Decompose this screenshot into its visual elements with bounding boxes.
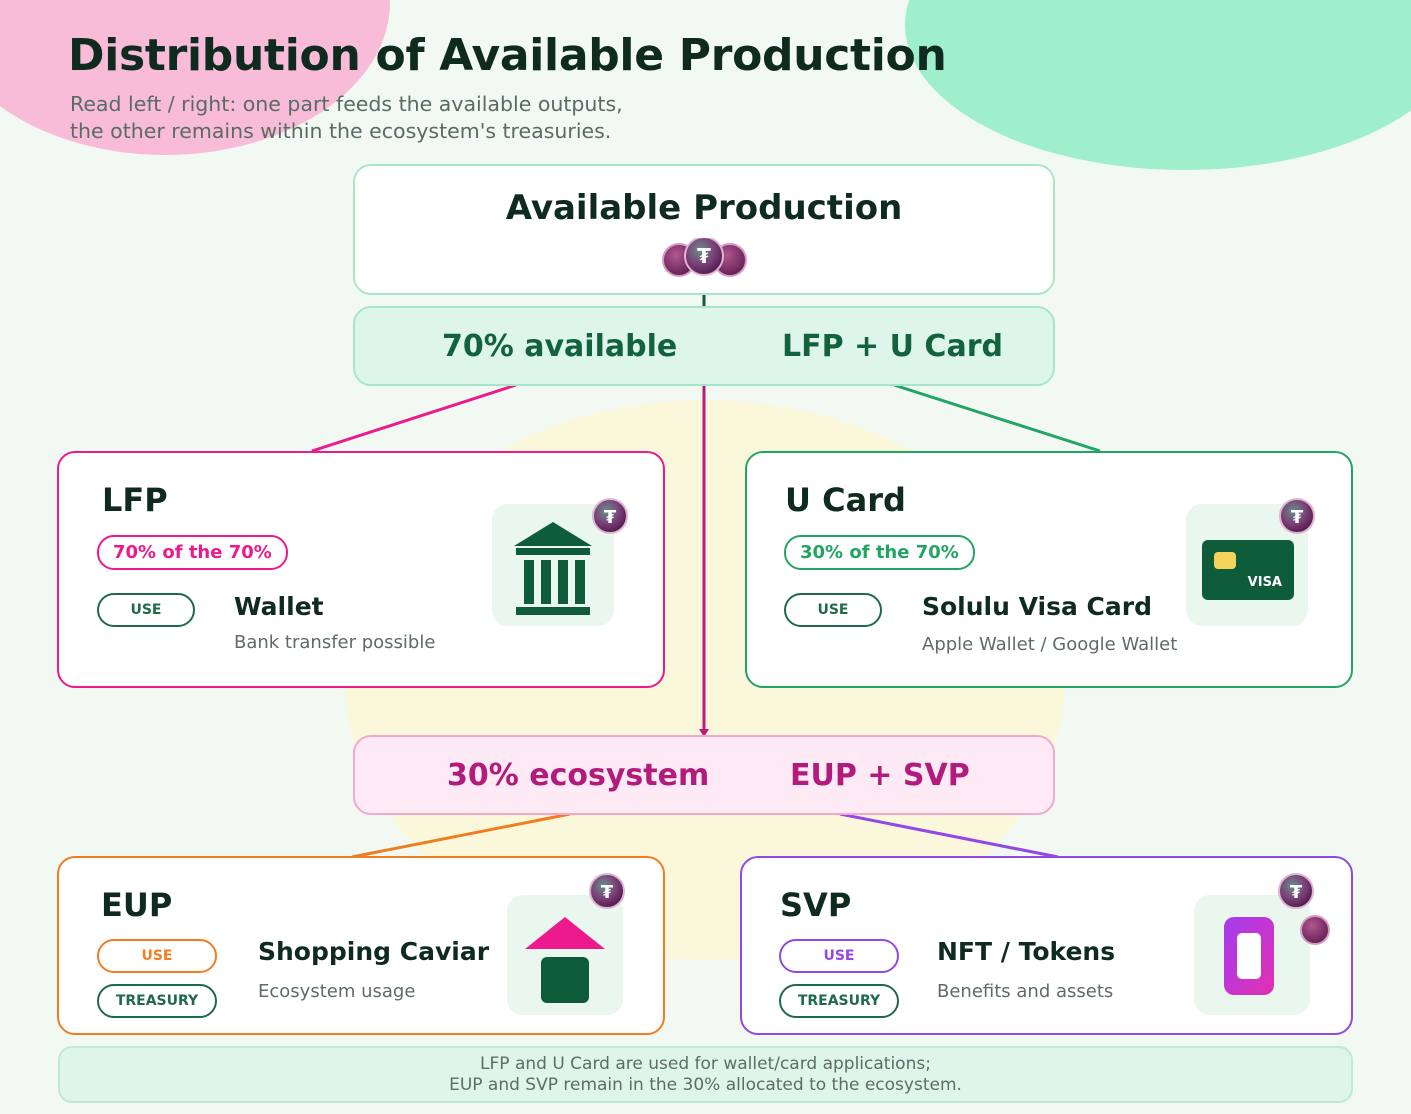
- eup-item-title: Shopping Caviar: [258, 937, 490, 966]
- lfp-card: LFP 70% of the 70% USE Wallet Bank trans…: [57, 451, 665, 688]
- bank-icon: [514, 522, 592, 615]
- connector-to-eup: [351, 812, 571, 859]
- footer-note: LFP and U Card are used for wallet/card …: [58, 1046, 1353, 1103]
- ucard-item-desc: Apple Wallet / Google Wallet: [922, 634, 1178, 655]
- ucard-icon-tile: VISA: [1186, 504, 1308, 626]
- svg-text:₮: ₮: [1290, 882, 1303, 903]
- available-targets-label: LFP + U Card: [782, 328, 1003, 364]
- connector-to-svp: [839, 812, 1059, 859]
- available-share-band: 70% available LFP + U Card: [353, 306, 1055, 386]
- ucard-title: U Card: [785, 481, 906, 519]
- page-subtitle: Read left / right: one part feeds the av…: [70, 91, 770, 145]
- page-title: Distribution of Available Production: [68, 30, 947, 81]
- token-coin-icon: ₮: [1278, 873, 1314, 909]
- ecosystem-share-band: 30% ecosystem EUP + SVP: [353, 735, 1055, 815]
- available-share-label: 70% available: [442, 328, 678, 364]
- eup-item-desc: Ecosystem usage: [258, 981, 416, 1002]
- connector-to-ucard: [893, 383, 1101, 453]
- lfp-item-title: Wallet: [234, 592, 324, 621]
- svp-item-title: NFT / Tokens: [937, 937, 1116, 966]
- svg-text:₮: ₮: [1291, 507, 1304, 528]
- eup-card: EUP USE TREASURY Shopping Caviar Ecosyst…: [57, 856, 665, 1035]
- nft-token-icon: [1224, 917, 1274, 995]
- coin-stack-icon: ₮: [662, 238, 747, 277]
- ecosystem-targets-label: EUP + SVP: [790, 757, 970, 793]
- card-brand-label: VISA: [1248, 575, 1282, 590]
- subtitle-line: Read left / right: one part feeds the av…: [70, 92, 623, 116]
- svp-icon-tile: [1194, 895, 1310, 1015]
- ucard-use-tag: USE: [784, 593, 882, 627]
- svg-text:₮: ₮: [601, 882, 614, 903]
- svp-item-desc: Benefits and assets: [937, 981, 1114, 1002]
- svg-text:₮: ₮: [697, 244, 711, 268]
- eup-use-tag: USE: [97, 939, 217, 973]
- eup-icon-tile: [507, 895, 623, 1015]
- visa-card-icon: VISA: [1202, 540, 1294, 600]
- connector-arrowhead: [699, 729, 709, 737]
- ecosystem-share-label: 30% ecosystem: [447, 757, 710, 793]
- eup-treasury-tag: TREASURY: [97, 984, 217, 1018]
- eup-title: EUP: [101, 886, 173, 924]
- token-coin-icon: ₮: [1279, 498, 1315, 534]
- connector-to-lfp: [311, 383, 517, 453]
- token-coin-icon: ₮: [589, 873, 625, 909]
- svp-use-tag: USE: [779, 939, 899, 973]
- svp-title: SVP: [780, 886, 852, 924]
- footer-line: LFP and U Card are used for wallet/card …: [480, 1054, 931, 1074]
- footer-line: EUP and SVP remain in the 30% allocated …: [449, 1075, 962, 1095]
- ucard-share-badge: 30% of the 70%: [784, 535, 975, 570]
- ucard-card: U Card 30% of the 70% USE Solulu Visa Ca…: [745, 451, 1353, 688]
- lfp-share-badge: 70% of the 70%: [97, 535, 288, 570]
- token-coin-icon: [1300, 915, 1330, 945]
- shop-house-icon: [525, 917, 605, 1003]
- available-production-title: Available Production: [505, 188, 903, 228]
- subtitle-line: the other remains within the ecosystem's…: [70, 119, 612, 143]
- lfp-title: LFP: [102, 481, 168, 519]
- lfp-icon-tile: [492, 504, 614, 626]
- token-coin-icon: ₮: [592, 498, 628, 534]
- svp-card: SVP USE TREASURY NFT / Tokens Benefits a…: [740, 856, 1353, 1035]
- available-production-box: Available Production ₮: [353, 164, 1055, 295]
- svp-treasury-tag: TREASURY: [779, 984, 899, 1018]
- lfp-use-tag: USE: [97, 593, 195, 627]
- lfp-item-desc: Bank transfer possible: [234, 632, 436, 653]
- ucard-item-title: Solulu Visa Card: [922, 592, 1152, 621]
- svg-text:₮: ₮: [604, 507, 617, 528]
